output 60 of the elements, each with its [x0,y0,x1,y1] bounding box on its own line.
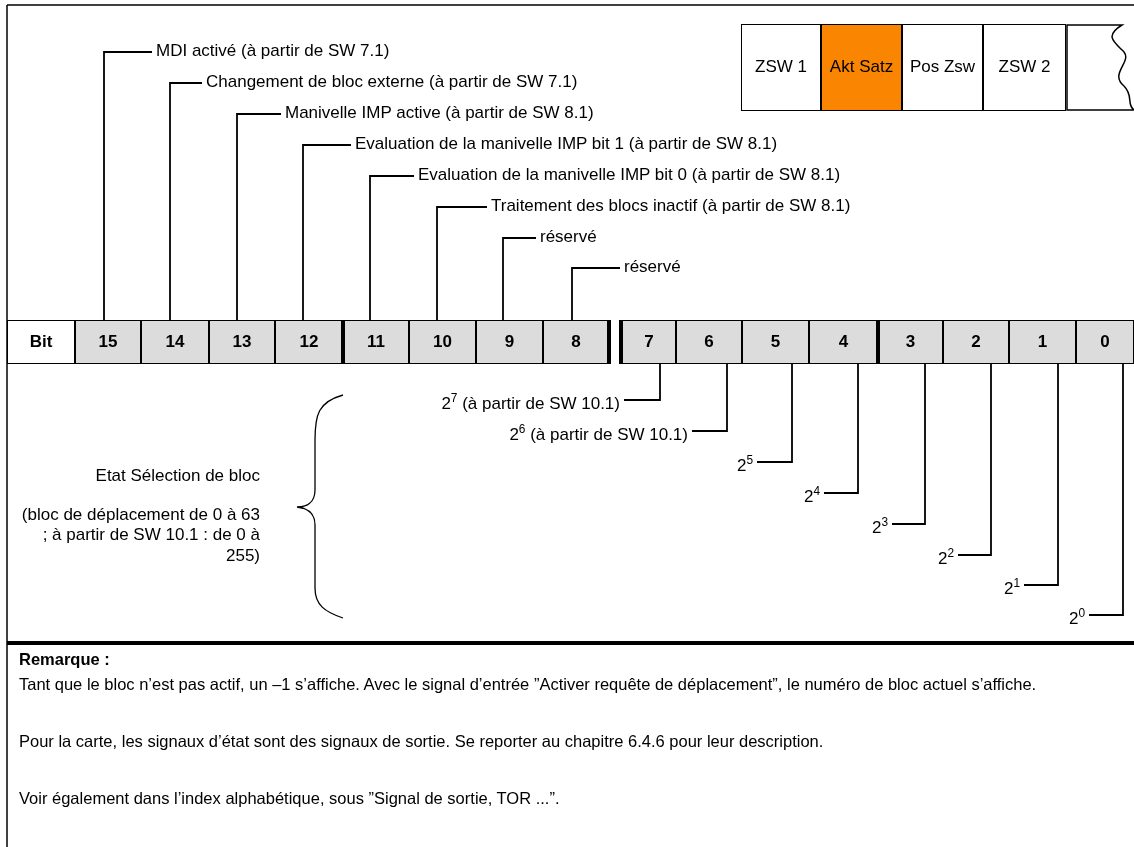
leader-line [957,363,992,556]
bit-number-header: Bit [7,320,75,364]
status-word-field: Akt Satz [821,24,902,111]
bit-number: 12 [275,320,343,364]
signal-label: Changement de bloc externe (à partir de SW 7.1) [206,72,578,93]
bit-weight-label: 2$^{1}$ [1003,579,1020,600]
signal-label: Manivelle IMP active (à partir de SW 8.1) [285,103,594,124]
remark-text: Tant que le bloc n’est pas actif, un –1 s’affiche. Avec le signal d’entrée ”Activer requête de déplacement”, le numéro de bloc actuel s’affiche. [19,675,1038,695]
leader-line [169,82,203,321]
leader-line [1023,363,1059,586]
bit-weight-label: 2$^{0}$ [1068,609,1085,630]
leader-line [571,267,621,321]
signal-label: Evaluation de la manivelle IMP bit 0 (à partir de SW 8.1) [418,165,841,186]
bit-number: 11 [343,320,409,364]
bit-number: 8 [543,320,609,364]
bit-number: 4 [809,320,878,364]
bit-number: 9 [476,320,543,364]
bit-weight-label: 2$^{7}$ (à partir de SW 10.1) [441,394,620,415]
leader-line [891,363,926,525]
bit-number: 3 [878,320,943,364]
signal-label: Traitement des blocs inactif (à partir de SW 8.1) [491,196,851,217]
status-word-field: Pos Zsw [902,24,983,111]
leader-line [502,237,537,321]
leader-line [756,363,793,463]
bit-weight-label: 2$^{2}$ [937,549,954,570]
signal-label: réservé [624,257,681,278]
remark-text: Voir également dans l’index alphabétique, sous ”Signal de sortie, TOR ...”. [19,789,561,809]
leader-line [691,363,728,432]
torn-field [1066,24,1134,111]
group-title: Etat Sélection de bloc [95,466,260,487]
status-word-field: ZSW 2 [983,24,1066,111]
range-note: (bloc de déplacement de 0 à 63 ; à partir de SW 10.1 : de 0 à 255) [20,505,260,567]
bit-weight-label: 2$^{4}$ [803,487,820,508]
bit-number: 10 [409,320,476,364]
leader-line [623,363,661,401]
signal-label: Evaluation de la manivelle IMP bit 1 (à partir de SW 8.1) [355,134,778,155]
signal-label: réservé [540,227,597,248]
leader-line [302,144,352,321]
bit-weight-label: 2$^{5}$ [736,456,753,477]
remark-text: Pour la carte, les signaux d’état sont des signaux de sortie. Se reporter au chapitre 6.4.6 pour leur description. [19,732,825,752]
leader-line [103,51,153,321]
leader-line [1088,363,1124,616]
leader-line [823,363,859,494]
leader-line [369,175,415,321]
bit-number: 0 [1076,320,1134,364]
status-word-field: ZSW 1 [741,24,821,111]
remark-heading: Remarque : [19,650,110,670]
leader-line [436,206,488,321]
bit-number: 13 [209,320,275,364]
signal-label: MDI activé (à partir de SW 7.1) [156,41,390,62]
bit-number: 6 [676,320,742,364]
bit-number: 7 [622,320,676,364]
bit-number: 5 [742,320,809,364]
bit-number: 15 [75,320,141,364]
bit-weight-label: 2$^{6}$ (à partir de SW 10.1) [509,425,688,446]
bit-number: 14 [141,320,209,364]
bit-weight-label: 2$^{3}$ [871,518,888,539]
leader-line [236,113,282,321]
bit-number: 1 [1009,320,1076,364]
bit-number: 2 [943,320,1009,364]
